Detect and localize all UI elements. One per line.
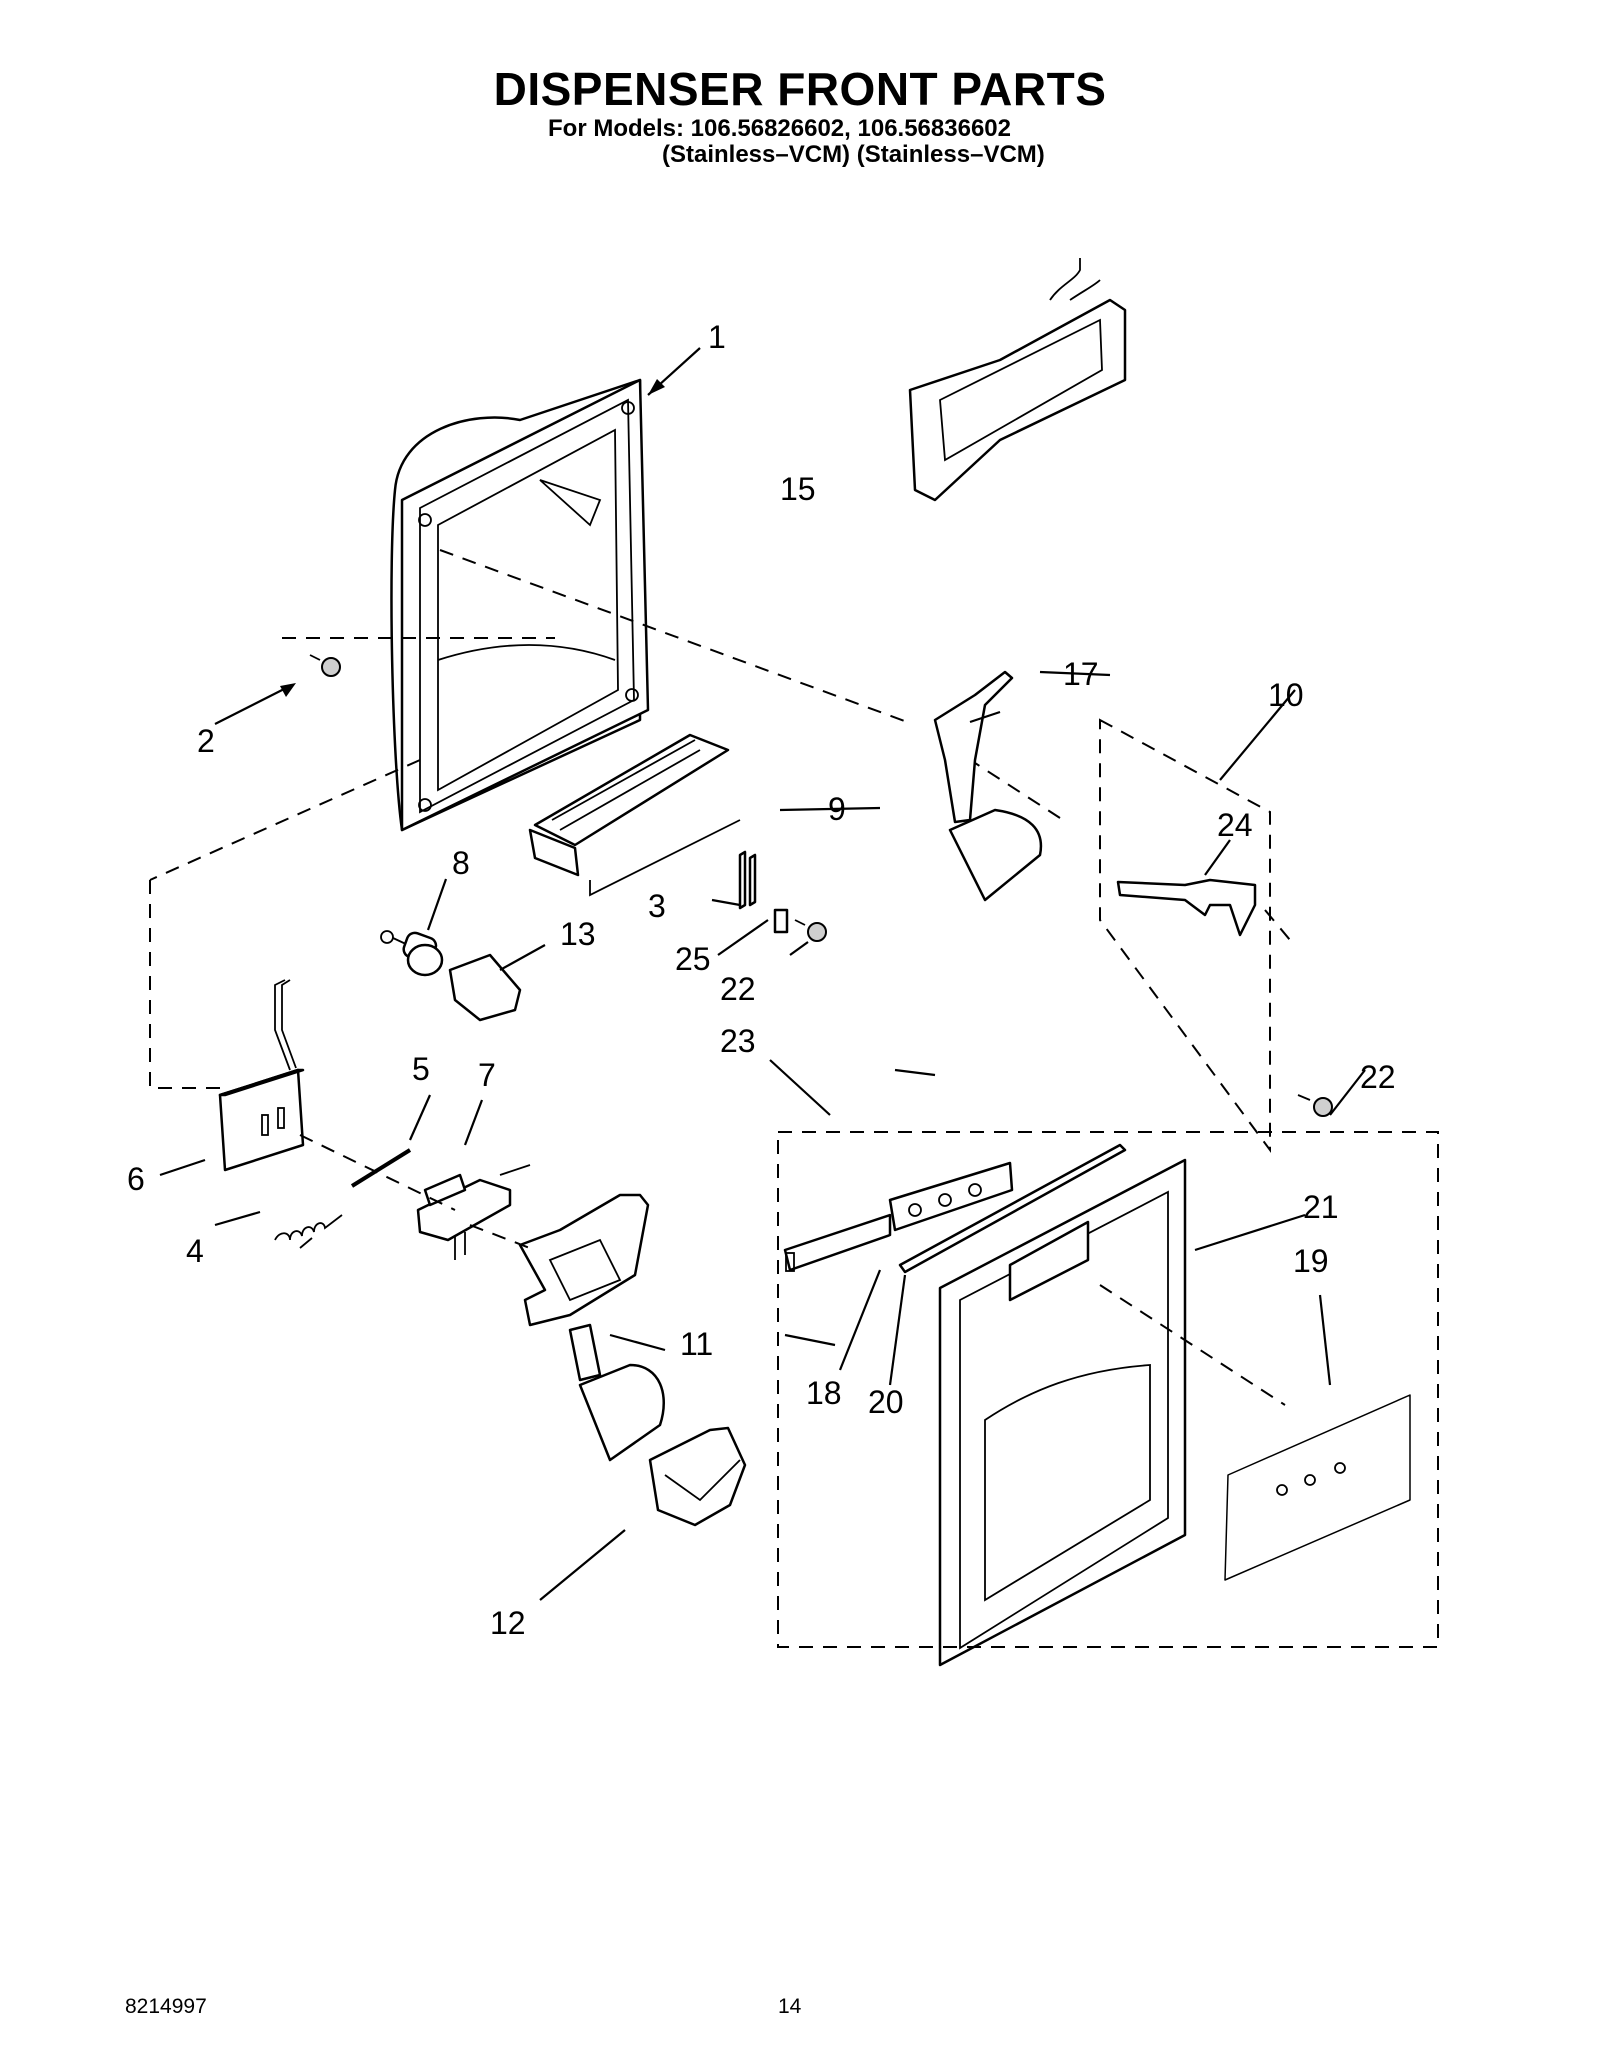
- callout-10: 10: [1268, 677, 1304, 713]
- callout-22b: 22: [1360, 1059, 1396, 1095]
- callout-23: 23: [720, 1023, 756, 1059]
- part-7-actuator: [416, 1164, 531, 1260]
- group-10-boundary: [1099, 718, 1271, 1154]
- part-11-ice-lever: [518, 1193, 665, 1462]
- callout-9: 9: [828, 791, 846, 827]
- model-finish: (Stainless–VCM) (Stainless–VCM): [662, 141, 1045, 168]
- callout-3: 3: [648, 888, 666, 924]
- group-23-boundary: [777, 1131, 1439, 1648]
- callout-7: 7: [478, 1057, 496, 1093]
- callout-6: 6: [127, 1161, 145, 1197]
- callout-4: 4: [186, 1233, 204, 1269]
- callout-21: 21: [1303, 1189, 1339, 1225]
- part-22-screw-b: [1297, 1094, 1333, 1117]
- leader-lines: [159, 347, 1366, 1601]
- callout-13: 13: [560, 916, 596, 952]
- part-21-front-panel: [938, 1158, 1187, 1667]
- callout-19: 19: [1293, 1243, 1329, 1279]
- part-13-cover: [448, 953, 522, 1022]
- page-number: 14: [778, 1995, 802, 2018]
- callout-5: 5: [412, 1051, 430, 1087]
- callout-11: 11: [680, 1326, 713, 1362]
- part-3-switch: [738, 850, 757, 910]
- part-8-solenoid: [380, 930, 444, 977]
- callout-15: 15: [780, 471, 816, 507]
- callout-22a: 22: [720, 971, 756, 1007]
- part-19-decal: [1224, 1394, 1411, 1581]
- part-12-chute: [648, 1426, 747, 1527]
- model-numbers: For Models: 106.56826602, 106.56836602: [548, 115, 1011, 142]
- part-15-upper-module: [908, 258, 1127, 502]
- part-25-bracket: [773, 908, 789, 934]
- callout-12: 12: [490, 1605, 526, 1641]
- callout-8: 8: [452, 845, 470, 881]
- part-9-drip-tray: [528, 733, 741, 897]
- part-5-rod: [350, 1148, 412, 1188]
- part-18-control-board: [783, 1161, 1014, 1272]
- part-2-screw: [309, 654, 341, 677]
- callout-18: 18: [806, 1375, 842, 1411]
- callout-17: 17: [1063, 656, 1099, 692]
- part-24-arm: [1116, 878, 1257, 937]
- part-4-spring: [274, 1214, 343, 1249]
- callout-25: 25: [675, 941, 711, 977]
- assembly-line: [149, 549, 1291, 1406]
- part-22-screw-a: [794, 919, 827, 942]
- part-6-module: [218, 979, 305, 1172]
- callout-20: 20: [868, 1384, 904, 1420]
- page-title: DISPENSER FRONT PARTS: [493, 63, 1107, 115]
- part-17-lever: [933, 670, 1043, 902]
- document-number: 8214997: [125, 1995, 207, 2018]
- callout-2: 2: [197, 723, 215, 759]
- callout-24: 24: [1217, 807, 1253, 843]
- part-20-strip: [898, 1143, 1127, 1274]
- callout-1: 1: [708, 319, 726, 355]
- part-1-housing: [390, 378, 650, 832]
